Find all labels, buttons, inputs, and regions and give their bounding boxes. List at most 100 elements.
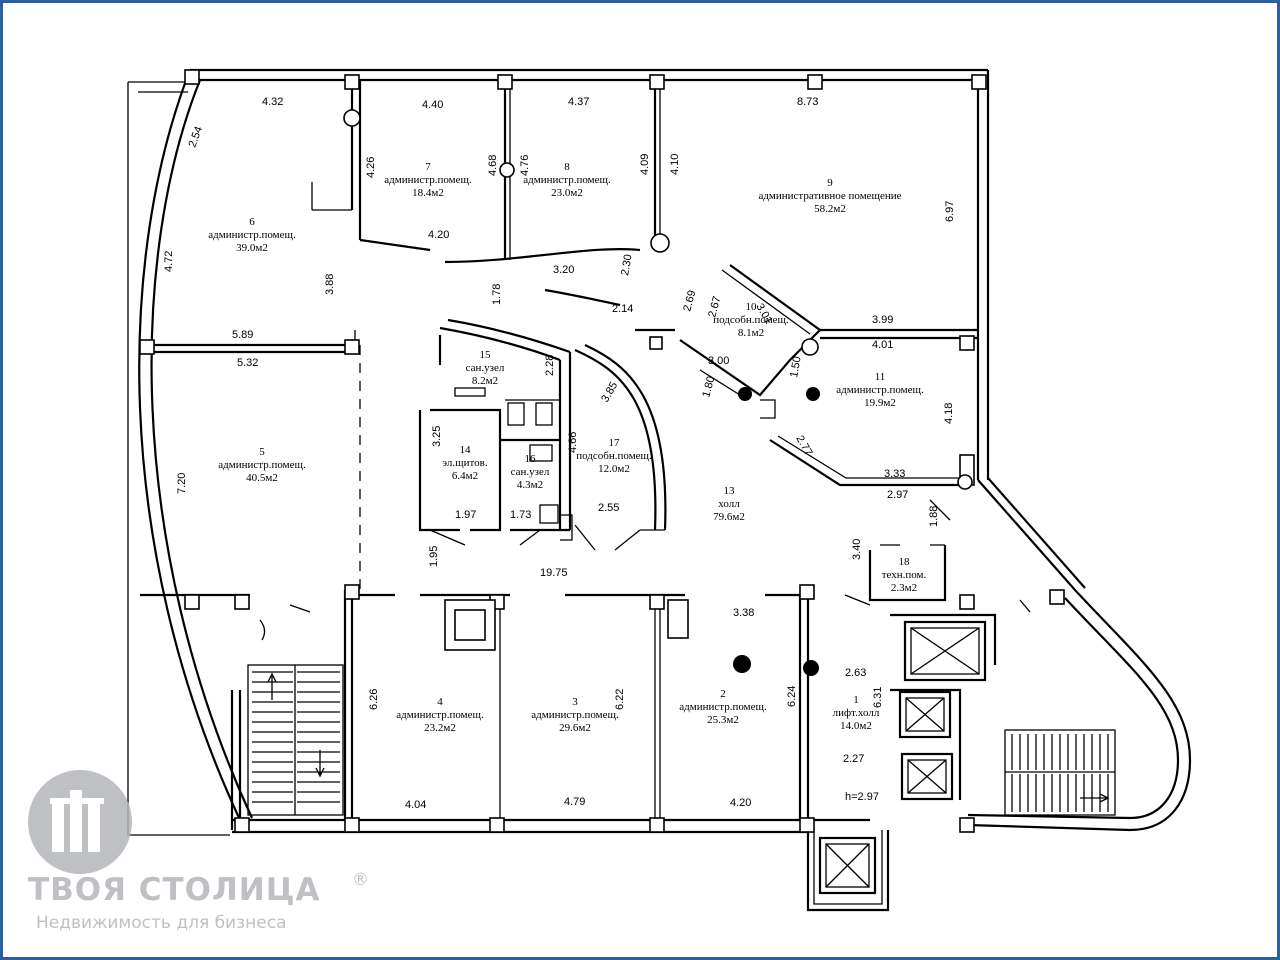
dimension-label: 4.32 xyxy=(262,96,283,108)
dimension-label: 7.20 xyxy=(176,473,188,494)
room-number: 5 xyxy=(259,446,265,458)
dimension-label: 4.79 xyxy=(564,796,585,808)
dimension-label: 4.76 xyxy=(519,155,531,176)
room-area: 8.2м2 xyxy=(472,375,498,387)
dimension-label: 2.30 xyxy=(619,253,635,276)
watermark-tagline: Недвижимость для бизнеса xyxy=(36,913,286,933)
lift-shaft xyxy=(903,620,987,682)
dimension-label: 4.20 xyxy=(730,797,751,809)
room-area: 58.2м2 xyxy=(814,203,846,215)
outer-walls xyxy=(127,68,1192,912)
dimension-label: 1.50 xyxy=(788,355,804,378)
room-name: сан.узел xyxy=(466,362,505,374)
room-area: 23.0м2 xyxy=(551,187,583,199)
room-number: 6 xyxy=(249,216,255,228)
lift-cross xyxy=(905,697,945,732)
room-name: администр.помещ. xyxy=(208,229,296,241)
room-number: 16 xyxy=(525,453,537,465)
dimension-label: 2.14 xyxy=(612,303,633,315)
room-number: 1 xyxy=(853,694,859,706)
room-name: холл xyxy=(718,498,740,510)
dimension-label: 5.89 xyxy=(232,329,253,341)
room-number: 17 xyxy=(609,437,621,449)
dimension-label: 8.73 xyxy=(797,96,818,108)
lift-car xyxy=(905,697,945,732)
dimension-label: 4.26 xyxy=(365,157,377,178)
lift-car xyxy=(825,843,870,888)
room-name: администр.помещ. xyxy=(384,174,472,186)
dimension-label: 1.80 xyxy=(700,375,717,399)
dimension-label: 3.88 xyxy=(324,274,336,295)
room-name: администр.помещ. xyxy=(523,174,611,186)
room-area: 2.3м2 xyxy=(891,582,917,594)
dimension-label: 4.66 xyxy=(567,432,579,453)
dimension-label: 4.20 xyxy=(428,229,449,241)
dimension-label: 3.38 xyxy=(733,607,754,619)
room-area: 79.6м2 xyxy=(713,511,745,523)
room-area: 8.1м2 xyxy=(738,327,764,339)
room-number: 7 xyxy=(425,161,431,173)
watermark-registered: ® xyxy=(352,870,369,890)
dimension-label: 2.63 xyxy=(845,667,866,679)
dimension-label: 4.40 xyxy=(422,99,443,111)
dimension-label: 1.78 xyxy=(491,284,503,305)
lift-cross xyxy=(825,843,870,888)
dimension-label: 2.77 xyxy=(793,434,814,459)
room-number: 18 xyxy=(899,556,911,568)
lift-shaft xyxy=(818,836,877,895)
dimension-label: 4.01 xyxy=(872,339,893,351)
dimension-label: 19.75 xyxy=(540,567,568,579)
lift-car xyxy=(907,759,947,794)
room-area: 25.3м2 xyxy=(707,714,739,726)
dimension-label: 2.27 xyxy=(843,753,864,765)
stair-arrow-head xyxy=(1099,793,1110,803)
stair-arrow-head xyxy=(315,767,325,778)
room-number: 10 xyxy=(746,301,758,313)
room-name: администр.помещ. xyxy=(679,701,767,713)
columns xyxy=(139,69,1065,833)
dimension-label: 2.67 xyxy=(706,295,723,319)
room-area: 29.6м2 xyxy=(559,722,591,734)
lift-shafts xyxy=(818,620,987,895)
dimension-label: 2.69 xyxy=(681,289,698,313)
room-area: 4.3м2 xyxy=(517,479,543,491)
stair-arrow-head xyxy=(267,672,277,683)
room-name: администр.помещ. xyxy=(396,709,484,721)
room-name: администр.помещ. xyxy=(218,459,306,471)
room-number: 11 xyxy=(875,371,886,383)
dimension-label: 6.22 xyxy=(614,689,626,710)
room-number: 4 xyxy=(437,696,443,708)
dimension-label: 2.54 xyxy=(187,125,206,149)
room-name: сан.узел xyxy=(511,466,550,478)
dimension-label: 6.26 xyxy=(368,689,380,710)
room-name: администр.помещ. xyxy=(836,384,924,396)
room-area: 6.4м2 xyxy=(452,470,478,482)
dimension-label: 4.72 xyxy=(163,251,175,272)
room-name: эл.щитов. xyxy=(442,457,487,469)
room-area: 19.9м2 xyxy=(864,397,896,409)
room-name: лифт.холл xyxy=(833,707,880,719)
dimension-label: 4.10 xyxy=(669,154,681,175)
dimension-label: 1.88 xyxy=(928,506,940,527)
dimension-label: 2.97 xyxy=(887,489,908,501)
stairwell-left xyxy=(247,664,344,816)
dimension-label: 3.85 xyxy=(599,380,620,405)
room-number: 2 xyxy=(720,688,726,700)
watermark-brand: ТВОЯ СТОЛИЦА xyxy=(28,872,320,908)
room-number: 9 xyxy=(827,177,833,189)
dimension-label: 4.37 xyxy=(568,96,589,108)
room-area: 14.0м2 xyxy=(840,720,872,732)
